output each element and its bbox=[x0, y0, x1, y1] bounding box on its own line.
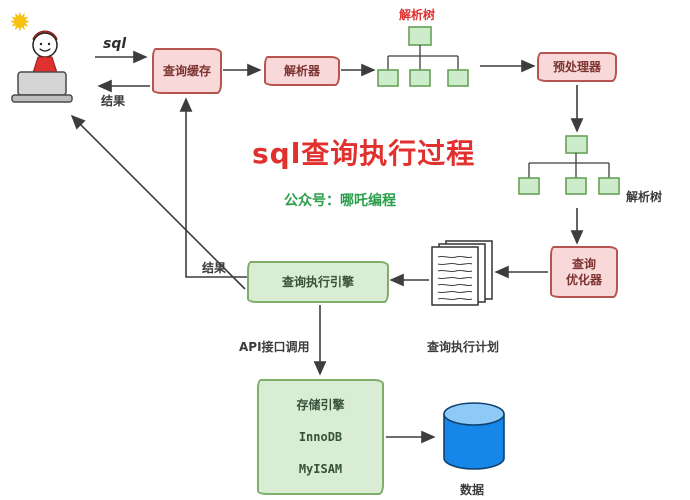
diagram-title: sql查询执行过程 bbox=[252, 137, 476, 170]
result-to-user-label: 结果 bbox=[101, 94, 126, 108]
diagram-subtitle: 公众号：哪吒编程 bbox=[284, 193, 396, 209]
parser-node: 解析器 bbox=[264, 56, 340, 86]
sql-label: sql bbox=[103, 36, 127, 52]
user-head bbox=[32, 32, 58, 58]
parse-tree-right-diagram bbox=[518, 135, 620, 195]
parse-tree-top-diagram bbox=[377, 26, 469, 87]
api-call-label: API接口调用 bbox=[239, 340, 310, 354]
query-optimizer-label-line2: 优化器 bbox=[565, 273, 602, 287]
data-label: 数据 bbox=[460, 483, 485, 497]
execution-plan-icon bbox=[431, 240, 493, 306]
user-body bbox=[29, 56, 61, 83]
query-optimizer-label-line1: 查询 bbox=[571, 256, 596, 271]
storage-engine-myisam: MyISAM bbox=[298, 461, 343, 476]
execution-engine-node: 查询执行引擎 bbox=[247, 261, 389, 303]
parse-tree-right-label: 解析树 bbox=[626, 190, 663, 204]
arrow-engine-to-cache bbox=[179, 97, 247, 278]
preprocessor-label: 预处理器 bbox=[552, 59, 601, 74]
preprocessor-node: 预处理器 bbox=[537, 52, 617, 82]
parse-tree-top-label: 解析树 bbox=[399, 8, 436, 22]
user-icon bbox=[11, 30, 73, 103]
database-icon bbox=[443, 402, 505, 470]
query-optimizer-node: 查询 优化器 bbox=[550, 246, 618, 298]
storage-engine-node: 存储引擎 InnoDB MyISAM bbox=[257, 379, 384, 495]
storage-engine-innodb: InnoDB bbox=[298, 429, 343, 444]
query-cache-label: 查询缓存 bbox=[162, 63, 211, 78]
parser-label: 解析器 bbox=[283, 63, 320, 78]
query-cache-node: 查询缓存 bbox=[152, 48, 222, 94]
laptop-screen bbox=[17, 71, 67, 96]
execution-engine-label: 查询执行引擎 bbox=[281, 274, 354, 289]
storage-engine-label: 存储引擎 bbox=[296, 397, 345, 412]
laptop-base bbox=[11, 94, 73, 103]
result-to-cache-label: 结果 bbox=[202, 261, 227, 275]
execution-plan-label: 查询执行计划 bbox=[427, 340, 500, 354]
sun-icon: ✹ bbox=[9, 8, 31, 38]
